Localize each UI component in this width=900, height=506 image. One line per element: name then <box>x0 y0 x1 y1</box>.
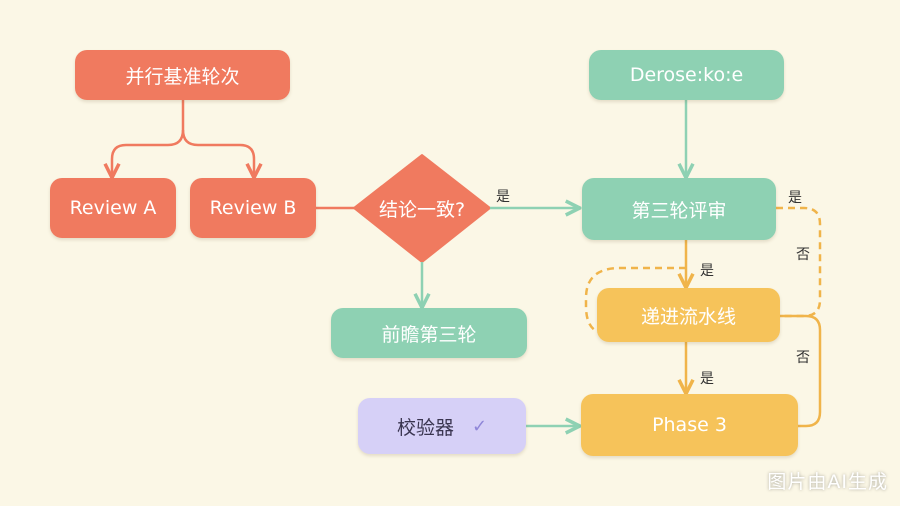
edge-label-third-yes-right: 是 <box>788 190 802 206</box>
node-review-a: Review A <box>50 178 176 238</box>
edge-dashed-right <box>776 206 822 318</box>
node-preview-third: 前瞻第三轮 <box>331 308 527 358</box>
node-review-a-label: Review A <box>69 197 157 219</box>
node-validator-label: 校验器 <box>396 416 454 439</box>
node-phase3-label: Phase 3 <box>652 414 727 436</box>
node-third-review: 第三轮评审 <box>582 178 776 240</box>
node-pipeline-label: 递进流水线 <box>640 305 736 328</box>
node-third-review-label: 第三轮评审 <box>631 199 727 222</box>
node-parallel-baseline-label: 并行基准轮次 <box>125 65 240 88</box>
node-pipeline: 递进流水线 <box>597 288 780 342</box>
node-preview-third-label: 前瞻第三轮 <box>381 323 477 346</box>
edge-parallel-split <box>112 100 185 176</box>
edge-label-pipeline-no: 否 <box>796 350 810 366</box>
node-derose-label: Derose:ko:e <box>629 64 744 86</box>
edge-parallel-split-b <box>181 129 254 176</box>
edge-label-decision-yes: 是 <box>496 189 510 205</box>
node-phase3: Phase 3 <box>581 394 798 456</box>
edge-label-pipeline-yes: 是 <box>700 371 714 387</box>
edge-label-third-yes-down: 是 <box>700 263 714 279</box>
node-validator: 校验器 ✓ <box>358 398 526 454</box>
node-review-b-label: Review B <box>209 197 297 219</box>
edge-pipeline-no <box>780 314 822 428</box>
decision-label: 结论一致? <box>378 198 466 221</box>
check-icon: ✓ <box>471 415 488 437</box>
node-parallel-baseline: 并行基准轮次 <box>75 50 290 100</box>
node-review-b: Review B <box>190 178 316 238</box>
ai-watermark: 图片由AI生成 <box>767 471 888 493</box>
edge-dashed-loop <box>584 266 686 335</box>
edge-label-third-no: 否 <box>796 247 810 263</box>
node-derose: Derose:ko:e <box>589 50 784 100</box>
